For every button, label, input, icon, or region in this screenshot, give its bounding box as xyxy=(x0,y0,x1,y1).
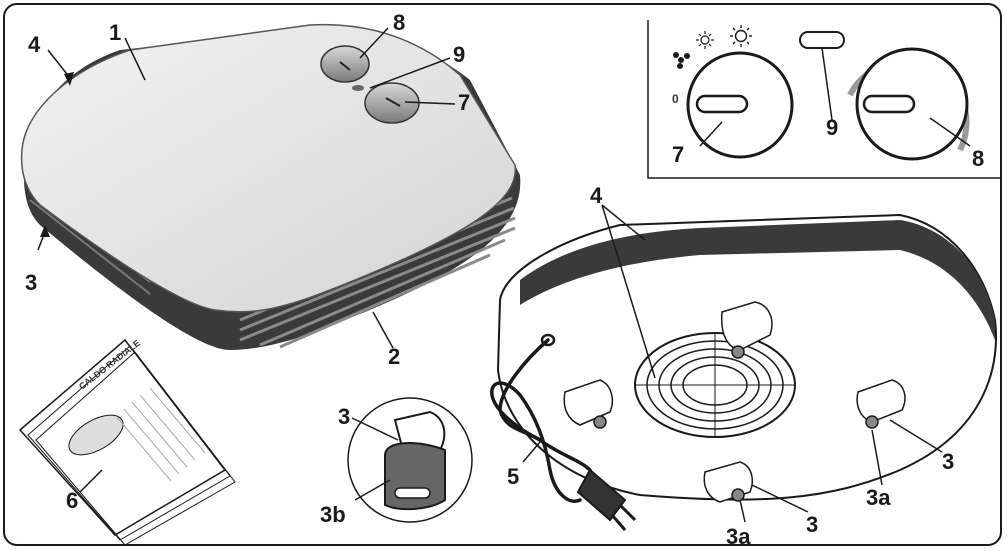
power-cord xyxy=(490,333,592,503)
manual-leader xyxy=(79,469,103,493)
callout-labels: 1 4 8 9 7 3 2 7 9 8 4 5 6 3 3b 3 3a 3 3a xyxy=(25,10,984,549)
callout-3a-bottom: 3a xyxy=(726,524,751,549)
callout-7-inset: 7 xyxy=(672,142,684,167)
callout-6: 6 xyxy=(66,488,78,513)
callout-3b: 3b xyxy=(320,502,346,527)
base-band xyxy=(520,220,995,340)
base-feet xyxy=(563,301,906,503)
inset-knob-right-pointer xyxy=(862,94,916,114)
fan-guard xyxy=(634,332,796,438)
inset-knob-left-pointer xyxy=(695,94,749,114)
callout-3a-right: 3a xyxy=(866,485,891,510)
manual-product-image xyxy=(68,414,124,456)
callout-3-bottom: 3 xyxy=(806,512,818,537)
instruction-manual: CALDO RADIALE xyxy=(18,338,236,546)
callout-3-right: 3 xyxy=(942,449,954,474)
plug xyxy=(576,468,637,531)
manual-text-lines xyxy=(115,387,206,482)
knob-front xyxy=(364,82,420,124)
callout-9-heater: 9 xyxy=(453,42,465,67)
knob-top xyxy=(320,45,370,83)
callout-3-zoom: 3 xyxy=(338,404,350,429)
callout-1: 1 xyxy=(109,20,121,45)
rubber-pad xyxy=(384,442,446,511)
callout-9-inset: 9 xyxy=(826,115,838,140)
off-symbol: 0 xyxy=(672,92,679,106)
foot-zoom-leaders xyxy=(351,417,399,501)
fan-icon xyxy=(673,52,690,69)
sun-small-icon xyxy=(696,31,714,49)
base-leaders xyxy=(601,204,943,523)
inset-indicator xyxy=(799,31,845,49)
cord-leader xyxy=(522,441,541,463)
indicator-lamp xyxy=(352,85,364,91)
callout-5: 5 xyxy=(507,464,519,489)
heater-base xyxy=(496,213,998,503)
callout-7-heater: 7 xyxy=(458,90,470,115)
callout-2: 2 xyxy=(388,344,400,369)
heater-unit xyxy=(20,23,521,350)
inset-leaders xyxy=(699,47,971,147)
foot-zoom xyxy=(347,397,473,523)
sun-large-icon xyxy=(730,25,752,47)
control-panel-inset: 0 xyxy=(647,20,1002,179)
callout-4-base: 4 xyxy=(590,183,603,208)
callout-8-inset: 8 xyxy=(972,146,984,171)
callout-3-heater: 3 xyxy=(25,270,37,295)
callout-8-heater: 8 xyxy=(393,10,405,35)
callout-4-heater: 4 xyxy=(28,32,41,57)
heater-leaders xyxy=(37,27,456,349)
